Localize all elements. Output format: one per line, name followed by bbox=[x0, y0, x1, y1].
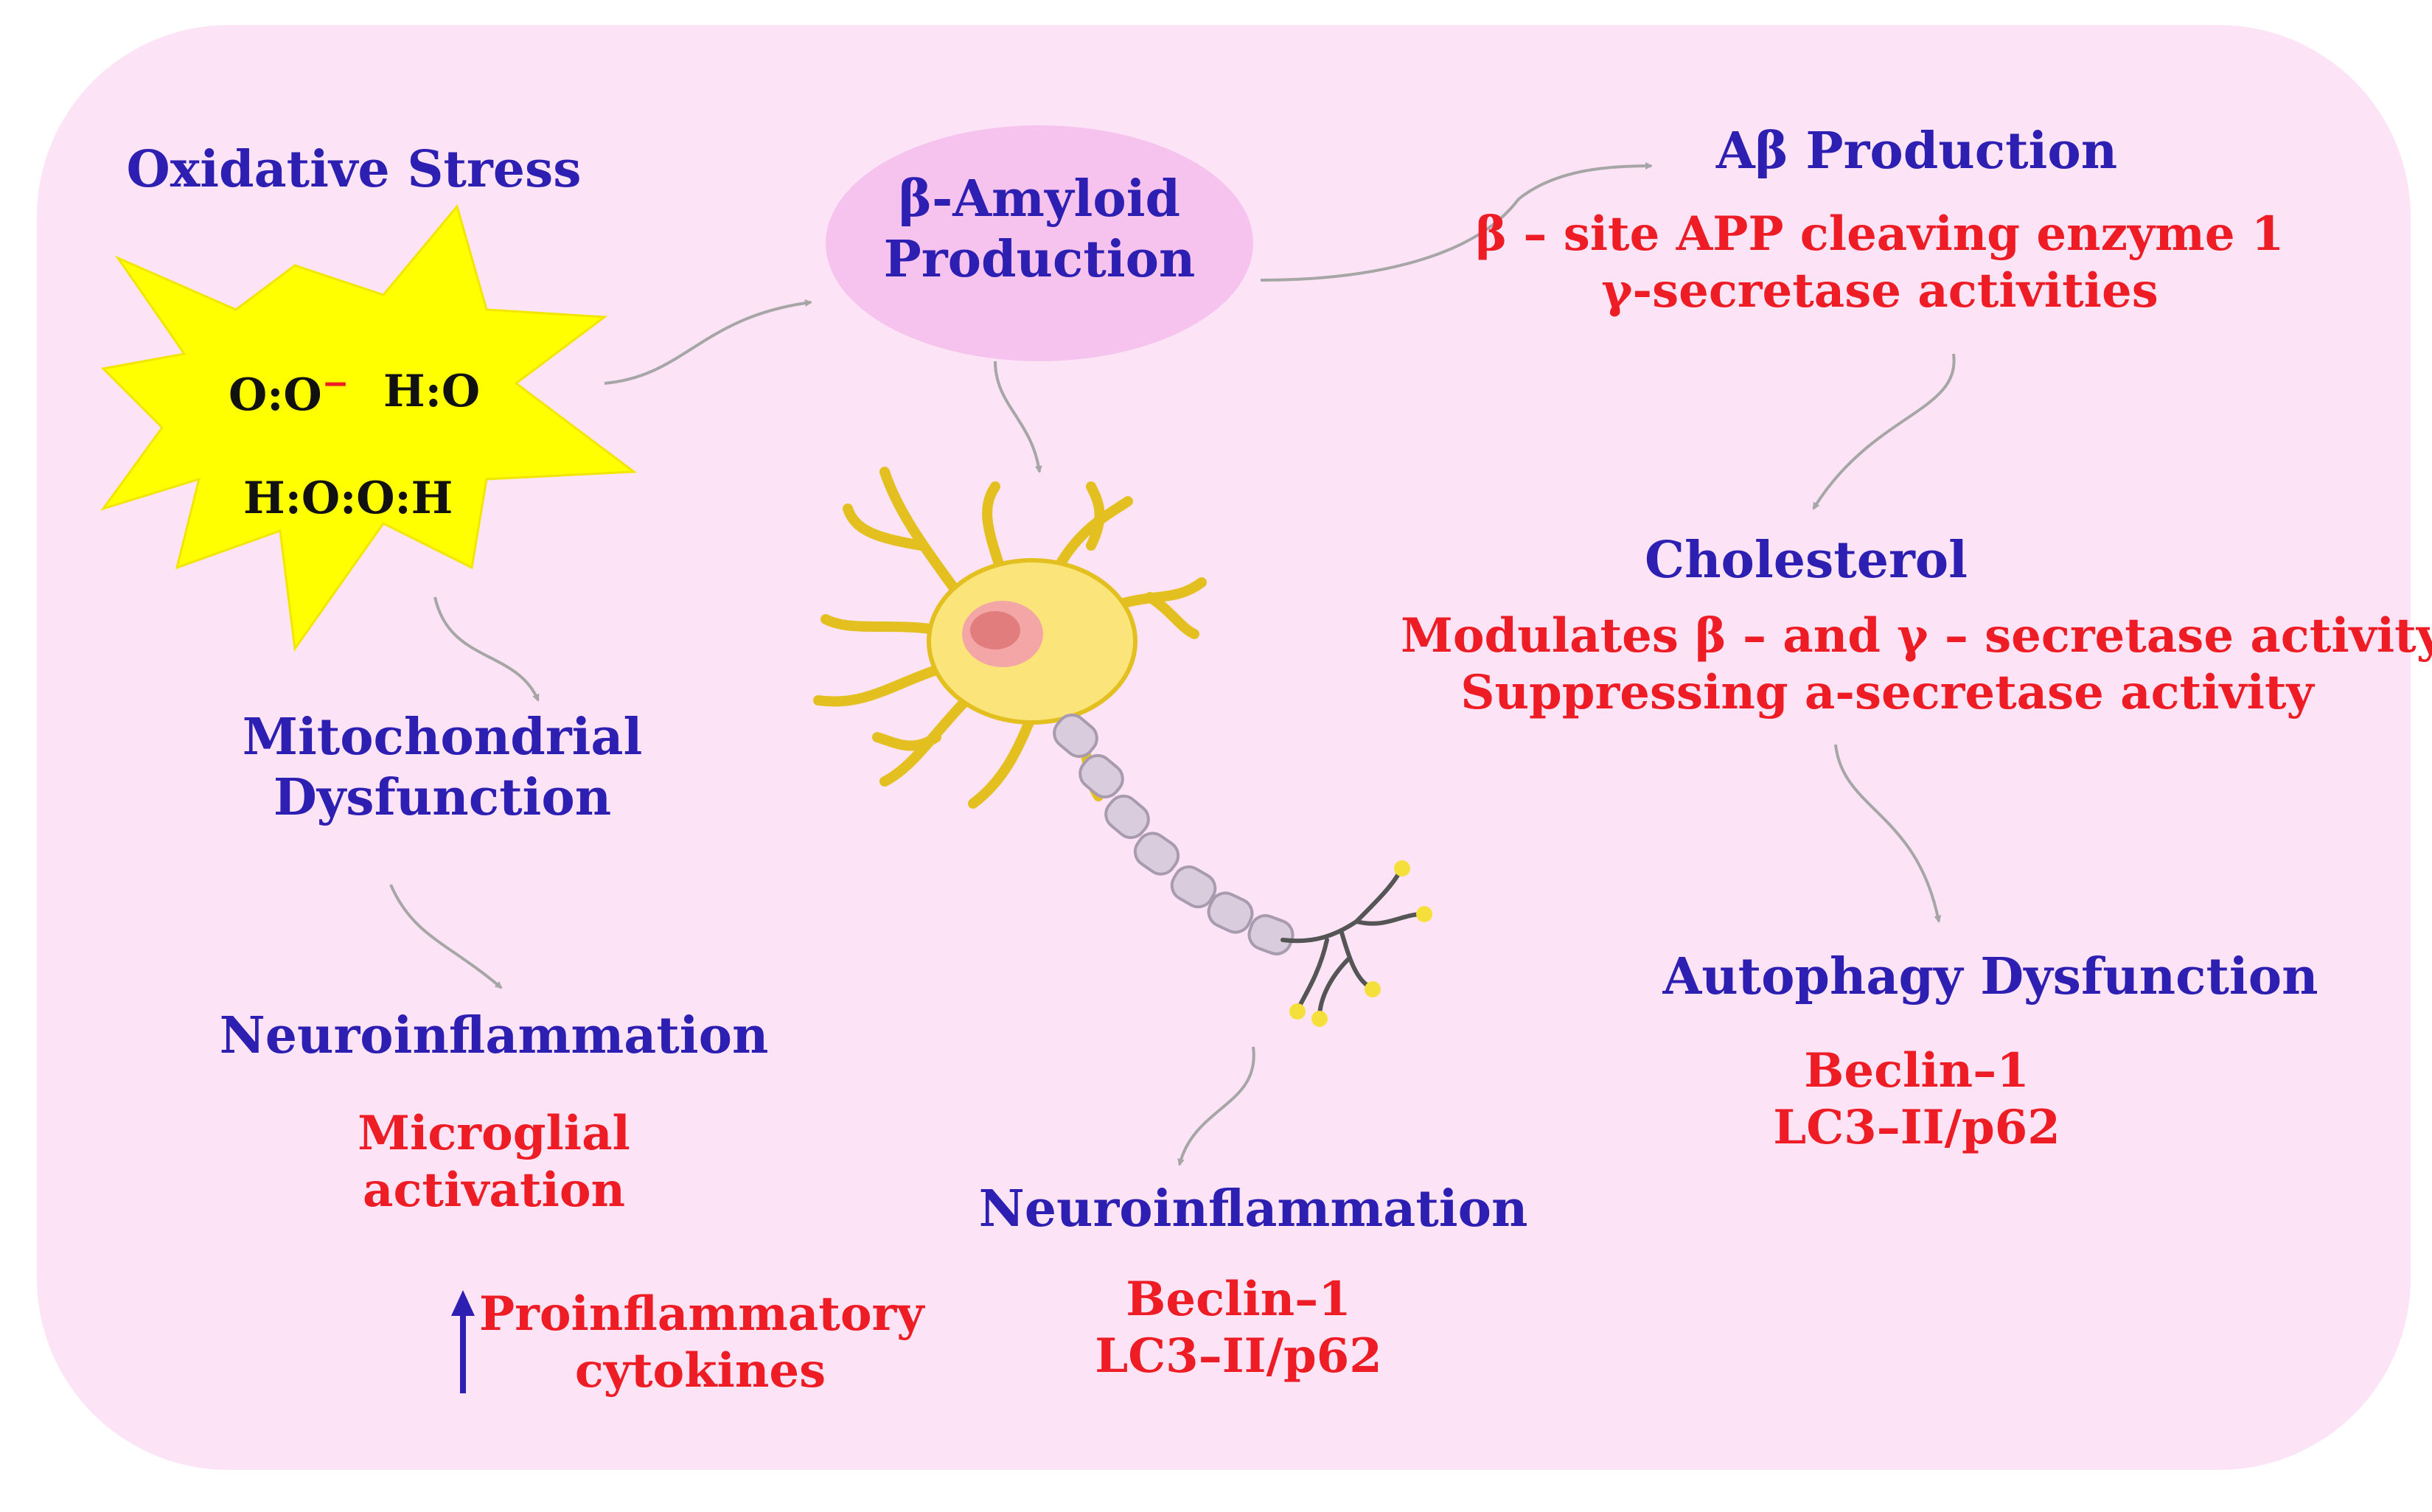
neuron-icon bbox=[813, 467, 1432, 1027]
arrow-stress-to-amyloid bbox=[604, 299, 812, 385]
mitochondrial-title: Mitochondrial Dysfunction bbox=[242, 708, 643, 827]
neuroinflammation-left-title: Neuroinflammation bbox=[219, 1006, 769, 1065]
autophagy-title: Autophagy Dysfunction bbox=[1662, 947, 2318, 1006]
amyloid-ellipse bbox=[826, 125, 1253, 361]
arrow-ab-to-cholesterol bbox=[1812, 353, 1956, 510]
charge-label: − bbox=[321, 365, 349, 403]
arrow-amyloid-to-ab bbox=[1260, 162, 1653, 282]
starburst-icon bbox=[100, 203, 638, 652]
oxidative-stress-title: Oxidative Stress bbox=[126, 140, 582, 199]
amyloid-production-title: β-Amyloid Production bbox=[883, 170, 1196, 289]
molecule-superoxide: O:O− bbox=[229, 365, 349, 421]
autophagy-details: Beclin–1 LC3–II/p62 bbox=[1773, 1043, 2060, 1155]
up-arrow-icon bbox=[451, 1290, 475, 1393]
molecule-hydroxyl: H:O bbox=[383, 366, 481, 417]
arrow-cholesterol-to-autophagy bbox=[1834, 744, 1942, 923]
microglial-activation: Microglial activation bbox=[358, 1106, 630, 1218]
arrow-amyloid-to-neuron bbox=[994, 360, 1042, 473]
ab-production-title: Aβ Production bbox=[1715, 122, 2118, 181]
proinflammatory-cytokines: Proinflammatory cytokines bbox=[479, 1286, 924, 1398]
neuroinflammation-center-details: Beclin–1 LC3–II/p62 bbox=[1095, 1272, 1382, 1384]
molecule-peroxide: H:O:O:H bbox=[243, 473, 453, 524]
cholesterol-title: Cholesterol bbox=[1645, 531, 1968, 590]
arrow-neuron-to-neuro-center bbox=[1177, 1046, 1255, 1166]
arrow-mito-to-neuro-left bbox=[389, 884, 503, 989]
ab-production-details: β – site APP cleaving enzyme 1 γ-secreta… bbox=[1475, 206, 2285, 318]
arrow-stress-to-mito bbox=[433, 596, 540, 702]
cholesterol-details: Modulates β – and γ – secretase activity… bbox=[1401, 608, 2432, 720]
neuroinflammation-center-title: Neuroinflammation bbox=[978, 1180, 1528, 1238]
